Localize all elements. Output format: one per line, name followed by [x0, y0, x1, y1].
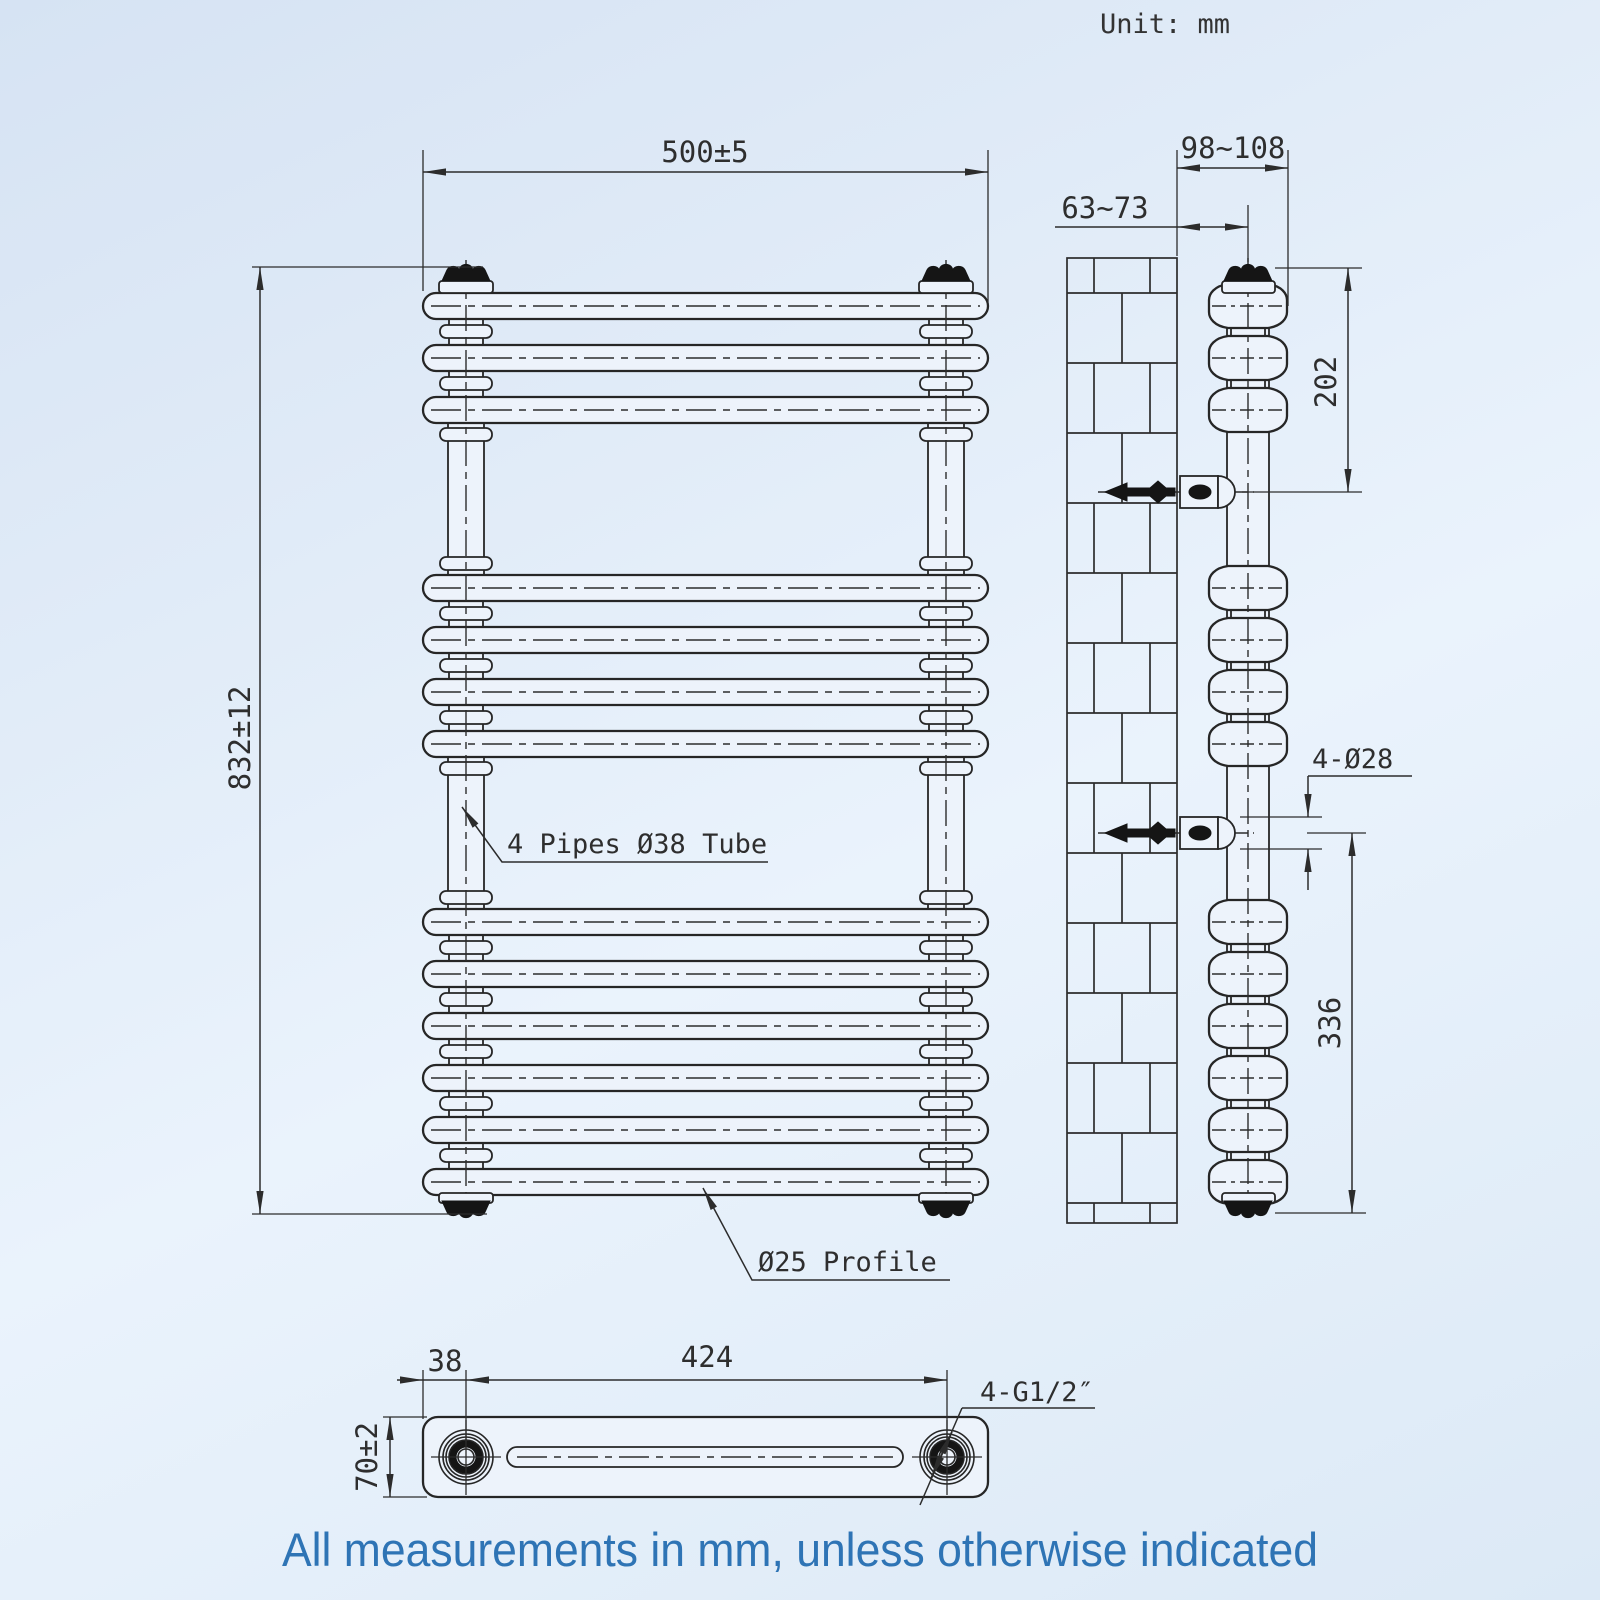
bottom-plug [441, 1200, 491, 1219]
profile-label: Ø25 Profile [758, 1247, 937, 1278]
port-centres-value: 424 [681, 1340, 733, 1374]
bottom-plug [921, 1200, 971, 1219]
bracket-bore-dimension: 4-Ø28 [1240, 744, 1412, 890]
leader-line [702, 1187, 950, 1281]
bracket-bolt [1188, 825, 1212, 841]
side-view: 98~108 63~73 202 4-Ø28 [1055, 131, 1412, 1224]
bracket-bolt [1188, 484, 1212, 500]
edge-to-port-value: 38 [428, 1344, 463, 1378]
leader-line [461, 806, 768, 863]
wall-offset-dimension: 63~73 [1055, 191, 1249, 262]
bracket-cap [1217, 475, 1236, 509]
air-vent-cap [921, 263, 971, 282]
thread-callout: 4-G1/2″ [919, 1377, 1095, 1506]
profile-leader: Ø25 Profile [702, 1187, 950, 1281]
plan-depth-dimension: 70±2 [350, 1416, 427, 1498]
side-depth-dimension: 98~108 [1176, 131, 1289, 306]
front-height-value: 832±12 [223, 686, 257, 791]
cap-collar [438, 280, 494, 294]
bottom-plug [1223, 1200, 1273, 1219]
bracket-to-bottom-value: 336 [1313, 997, 1347, 1049]
wall-outline [1066, 257, 1178, 1224]
front-width-dimension: 500±5 [422, 135, 989, 302]
cap-collar [918, 280, 974, 294]
unit-note: Unit: mm [1100, 9, 1230, 40]
side-neck-collar [1230, 1047, 1266, 1057]
top-to-bracket-dimension: 202 [1242, 267, 1362, 493]
side-view-geometry [1066, 257, 1289, 1224]
cap-collar [1221, 280, 1276, 294]
bracket-to-bottom-dimension: 336 [1275, 832, 1366, 1214]
manifold-slot [506, 1446, 904, 1468]
side-neck-collar [1230, 327, 1266, 337]
pipes-label: 4 Pipes Ø38 Tube [507, 829, 767, 860]
side-depth-value: 98~108 [1181, 131, 1286, 165]
bottom-view: 38 424 70±2 4-G1/2″ [350, 1340, 1095, 1506]
top-to-bracket-value: 202 [1309, 356, 1343, 408]
thread-label: 4-G1/2″ [980, 1377, 1094, 1408]
air-vent-cap [1223, 263, 1273, 282]
wall-anchor [1103, 480, 1176, 504]
front-view-geometry [421, 260, 990, 1219]
bracket-cap [1217, 816, 1236, 850]
plan-depth-value: 70±2 [350, 1422, 384, 1492]
wall-offset-value: 63~73 [1061, 191, 1148, 225]
pipes-leader: 4 Pipes Ø38 Tube [461, 806, 768, 863]
wall-anchor [1103, 821, 1176, 845]
front-height-dimension: 832±12 [223, 266, 487, 1215]
port-spacing-dimensions: 38 424 [397, 1340, 948, 1442]
bracket-bore-value: 4-Ø28 [1312, 744, 1393, 775]
front-view: 500±5 832±12 4 Pipes Ø38 Tube Ø25 Profil… [223, 135, 990, 1281]
front-width-value: 500±5 [661, 135, 748, 169]
measurements-caption: All measurements in mm, unless otherwise… [282, 1523, 1318, 1576]
arrow-line [930, 1447, 946, 1479]
